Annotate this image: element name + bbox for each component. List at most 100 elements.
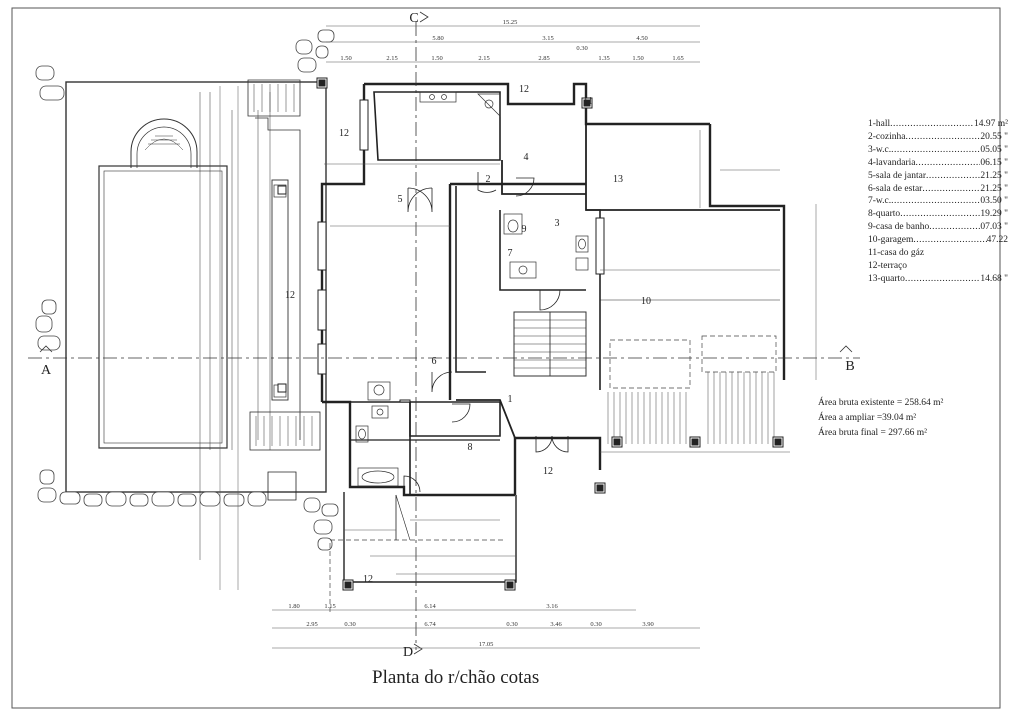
area-extension: Área a ampliar =39.04 m²: [818, 413, 917, 423]
dim-label: 4.50: [636, 35, 647, 42]
dim-label: 15.25: [503, 19, 518, 26]
legend-leader: [891, 144, 980, 157]
dim-label: 3.90: [642, 621, 653, 628]
room-number: 12: [339, 128, 349, 139]
room-number: 7: [508, 248, 513, 259]
legend-leader: [913, 234, 986, 247]
legend-room-name: 8-quarto: [868, 209, 901, 220]
legend-row: 7-w.c. 03.50 ": [868, 195, 1008, 208]
dim-label: 2.85: [538, 55, 549, 62]
room-number: 3: [555, 218, 560, 229]
dim-label: 1.65: [672, 55, 683, 62]
room-number: 13: [613, 174, 623, 185]
section-marks: A B C D: [41, 11, 855, 660]
room-number: 10: [641, 296, 651, 307]
dim-label: 6.74: [424, 621, 436, 628]
fixtures: [355, 91, 589, 487]
page-frame: [11, 7, 1001, 709]
room-number: 12: [519, 84, 529, 95]
dim-label: 17.05: [479, 641, 494, 648]
legend-room-area: 47.22: [986, 235, 1008, 246]
legend-room-name: 3-w.c.: [868, 144, 892, 155]
dim-label: 1.50: [632, 55, 643, 62]
legend-room-name: 1-hall: [868, 119, 891, 129]
dim-label: 2.15: [386, 55, 397, 62]
lower-structures: [267, 471, 517, 583]
legend-row: 2-cozinha 20.55 ": [868, 131, 1008, 144]
interior-stairs: [513, 311, 587, 377]
legend-row: 11-casa do gáz: [868, 247, 1008, 260]
legend-room-name: 7-w.c.: [868, 196, 892, 207]
dim-label: 6.14: [424, 603, 436, 610]
extension-outline: [329, 335, 777, 612]
legend-leader: [905, 273, 980, 286]
dim-label: 2.95: [306, 621, 317, 628]
legend-leader: [890, 118, 974, 131]
room-number: 2: [486, 174, 491, 185]
room-number: 12: [285, 290, 295, 301]
legend-room-name: 6-sala de estar: [868, 183, 923, 194]
dim-label: 1.50: [431, 55, 442, 62]
legend-row: 1-hall 14.97 m²: [868, 118, 1008, 131]
legend-room-name: 9-casa de banho: [868, 222, 930, 233]
dimension-labels: 15.25 5.80 3.15 0.30 4.50 1.50 2.15 1.50…: [288, 19, 683, 648]
plan-title: Planta do r/chão cotas: [372, 667, 540, 688]
legend-room-area: 21.25 ": [980, 170, 1008, 181]
dim-label: 1.35: [598, 55, 609, 62]
legend-leader: [929, 221, 980, 234]
legend-room-name: 5-sala de jantar: [868, 170, 927, 181]
legend-leader: [900, 208, 980, 221]
pillars: [277, 77, 784, 591]
legend-room-name: 11-casa do gáz: [868, 248, 925, 259]
pool-terrace: [65, 79, 327, 560]
legend-room-area: 07.03 ": [980, 222, 1008, 233]
dimension-lines: [219, 25, 817, 649]
area-existing: Área bruta existente = 258.64 m²: [818, 398, 944, 408]
legend-room-area: 20.55 ": [980, 131, 1008, 142]
legend-leader: [922, 183, 980, 196]
legend-room-area: 21.25 ": [980, 183, 1008, 194]
legend-room-area: 14.68 ": [980, 273, 1008, 284]
legend-leader: [905, 131, 980, 144]
doors: [403, 172, 569, 493]
dim-label: 1.15: [324, 603, 335, 610]
room-numbers: 1 2 3 4 5 6 7 8 9 10 11 12 12 12 12 12 1…: [285, 84, 651, 585]
legend-room-area: 14.97 m²: [974, 119, 1008, 129]
dim-label: 0.30: [506, 621, 517, 628]
legend-leader: [926, 170, 980, 183]
room-number: 12: [543, 466, 553, 477]
legend-room-name: 10-garagem: [868, 235, 914, 246]
main-walls: [320, 82, 786, 497]
legend-room-area: 06.15 ": [980, 157, 1008, 168]
room-legend: 1-hall 14.97 m² 2-cozinha 20.55 " 3-w.c. 05.0…: [868, 118, 1008, 286]
dim-label: 1.50: [340, 55, 351, 62]
legend-room-area: 03.50 ": [980, 196, 1008, 207]
legend-room-name: 2-cozinha: [868, 131, 906, 142]
dim-label: 5.80: [432, 35, 443, 42]
legend-row: 5-sala de jantar 21.25 ": [868, 170, 1008, 183]
section-mark-a: A: [41, 363, 52, 378]
legend-row: 8-quarto 19.29 ": [868, 208, 1008, 221]
legend-row: 6-sala de estar 21.25 ": [868, 183, 1008, 196]
legend-row: 10-garagem 47.22: [868, 234, 1008, 247]
legend-leader: [891, 195, 980, 208]
section-mark-c: C: [409, 11, 418, 26]
legend-row: 4-lavandaria 06.15 ": [868, 157, 1008, 170]
legend-room-name: 12-terraço: [868, 260, 908, 271]
room-number: 8: [468, 442, 473, 453]
area-final: Área bruta final = 297.66 m²: [818, 428, 927, 438]
section-mark-b: B: [845, 359, 854, 374]
section-line-cd: [413, 11, 429, 655]
room-number: 12: [363, 574, 373, 585]
pergola: [607, 372, 775, 444]
legend-room-name: 13-quarto: [868, 273, 905, 284]
room-number: 6: [432, 356, 437, 367]
legend-room-name: 4-lavandaria: [868, 157, 916, 168]
section-mark-d: D: [403, 645, 413, 660]
room-number: 11: [583, 96, 593, 107]
legend-row: 9-casa de banho 07.03 ": [868, 221, 1008, 234]
legend-room-area: 19.29 ": [980, 209, 1008, 220]
legend-room-area: 05.05 ": [980, 144, 1008, 155]
room-number: 1: [508, 394, 513, 405]
